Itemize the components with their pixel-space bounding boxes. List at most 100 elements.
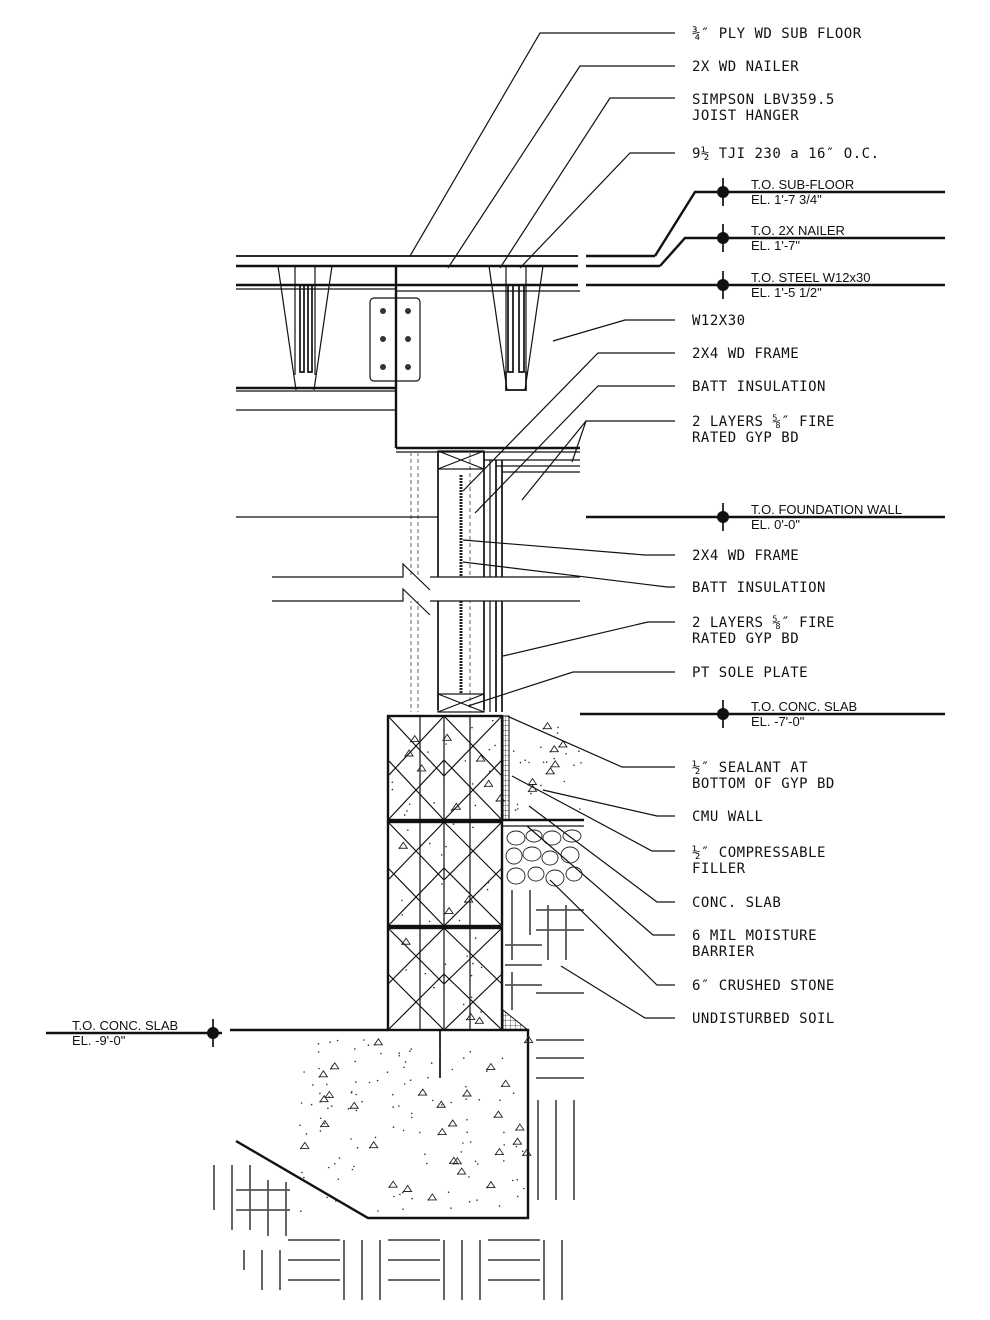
- aggregate-dot: [540, 784, 542, 787]
- aggregate-dot: [440, 854, 443, 856]
- callout-undisturbed-soil: UNDISTURBED SOIL: [692, 1011, 835, 1027]
- elevation-name-slab-upper: T.O. CONC. SLAB: [751, 699, 857, 714]
- aggregate-triangle: [493, 1110, 504, 1118]
- aggregate-dot: [355, 1081, 357, 1083]
- aggregate-dot: [488, 748, 491, 751]
- callout-moisture-barrier-line2: BARRIER: [692, 944, 755, 960]
- footing: [230, 1028, 530, 1220]
- aggregate-dot: [512, 750, 515, 752]
- aggregate-dot: [350, 1138, 352, 1140]
- callout-gyp-upper-line2: RATED GYP BD: [692, 430, 799, 446]
- elevation-marker-slab-upper: [717, 700, 729, 728]
- aggregate-dot: [380, 1052, 382, 1055]
- callout-tji: 9½ TJI 230 a 16″ O.C.: [692, 146, 880, 162]
- aggregate-dot: [361, 1100, 363, 1103]
- callout-labels: ¾″ PLY WD SUB FLOOR 2X WD NAILER SIMPSON…: [692, 26, 880, 1027]
- aggregate-dot: [419, 1131, 421, 1134]
- aggregate-triangle: [447, 1119, 458, 1127]
- aggregate-triangle: [451, 802, 462, 810]
- aggregate-dot: [409, 1050, 411, 1052]
- steel-beam-w12x30: [236, 266, 580, 453]
- aggregate-dot: [472, 826, 474, 829]
- aggregate-dot: [403, 814, 406, 816]
- aggregate-dot: [474, 937, 477, 939]
- aggregate-dot: [445, 845, 447, 848]
- elevation-marker-sub-floor: [717, 178, 729, 206]
- callout-wd-frame-upper: 2X4 WD FRAME: [692, 346, 799, 362]
- callout-crushed-stone: 6″ CRUSHED STONE: [692, 978, 835, 994]
- callout-w12x30: W12X30: [692, 313, 746, 329]
- aggregate-triangle: [401, 937, 411, 945]
- aggregate-triangle: [483, 779, 494, 787]
- aggregate-triangle: [319, 1094, 329, 1103]
- aggregate-dot: [515, 1145, 518, 1148]
- elevation-name-sub-floor: T.O. SUB-FLOOR: [751, 177, 854, 192]
- elevation-value-steel: EL. 1'-5 1/2": [751, 285, 822, 300]
- aggregate-triangle: [495, 794, 506, 802]
- aggregate-dot: [465, 1098, 468, 1100]
- aggregate-dot: [317, 1051, 320, 1053]
- aggregate-dot: [460, 1151, 463, 1153]
- aggregate-dot: [305, 1133, 308, 1135]
- aggregate-dot: [447, 1191, 450, 1193]
- aggregate-dot: [458, 919, 461, 922]
- aggregate-triangle: [319, 1119, 330, 1128]
- aggregate-dot: [398, 1052, 400, 1054]
- aggregate-triangle: [402, 1184, 413, 1192]
- aggregate-dot: [516, 808, 519, 810]
- elevation-marker-slab-lower: [207, 1019, 219, 1047]
- aggregate-triangle: [550, 759, 561, 768]
- aggregate-dot: [356, 1146, 359, 1149]
- aggregate-dot: [451, 1068, 454, 1071]
- aggregate-dot: [401, 1191, 404, 1194]
- aggregate-triangle: [486, 1180, 496, 1189]
- aggregate-dot: [486, 888, 489, 891]
- aggregate-dot: [300, 1102, 303, 1104]
- aggregate-dot: [326, 1083, 328, 1086]
- aggregate-dot: [489, 914, 492, 916]
- aggregate-triangle: [462, 1089, 472, 1097]
- elevation-value-sub-floor: EL. 1'-7 3/4": [751, 192, 822, 207]
- aggregate-dot: [411, 1197, 414, 1200]
- aggregate-dot: [312, 1084, 314, 1086]
- aggregate-dot: [319, 1092, 321, 1095]
- callout-filler: ½″ COMPRESSABLE: [692, 845, 826, 861]
- aggregate-dot: [469, 1050, 472, 1053]
- aggregate-dot: [401, 914, 404, 916]
- aggregate-dot: [327, 1166, 330, 1169]
- aggregate-dot: [403, 1066, 405, 1069]
- aggregate-dot: [565, 753, 567, 755]
- aggregate-dot: [545, 761, 548, 763]
- aggregate-dot: [392, 1126, 395, 1128]
- aggregate-dot: [523, 1187, 525, 1190]
- aggregate-dot: [410, 1048, 413, 1050]
- aggregate-dot: [391, 781, 394, 784]
- aggregate-triangle: [522, 1148, 532, 1156]
- aggregate-dot: [351, 1168, 354, 1171]
- aggregate-triangle: [404, 749, 414, 757]
- aggregate-dot: [401, 943, 404, 945]
- aggregate-triangle: [299, 1141, 310, 1149]
- aggregate-dot: [310, 1103, 313, 1106]
- aggregate-dot: [327, 1107, 329, 1110]
- tji-joist-right: [488, 265, 544, 391]
- concrete-slab: [503, 818, 584, 887]
- aggregate-dot: [445, 743, 447, 745]
- aggregate-dot: [499, 1099, 501, 1102]
- aggregate-triangle: [427, 1193, 438, 1201]
- aggregate-dot: [403, 1083, 406, 1085]
- aggregate-dot: [471, 726, 473, 729]
- concrete-aggregate: [299, 719, 582, 1212]
- callout-sealant: ½″ SEALANT AT: [692, 760, 808, 776]
- aggregate-dot: [450, 809, 453, 812]
- aggregate-dot: [328, 1096, 331, 1098]
- aggregate-triangle: [442, 733, 453, 741]
- aggregate-dot: [331, 1105, 333, 1107]
- callout-conc-slab: CONC. SLAB: [692, 895, 781, 911]
- aggregate-dot: [441, 1104, 443, 1106]
- aggregate-dot: [476, 1199, 478, 1201]
- aggregate-dot: [498, 1205, 501, 1207]
- aggregate-dot: [329, 1041, 331, 1043]
- aggregate-dot: [503, 1131, 505, 1134]
